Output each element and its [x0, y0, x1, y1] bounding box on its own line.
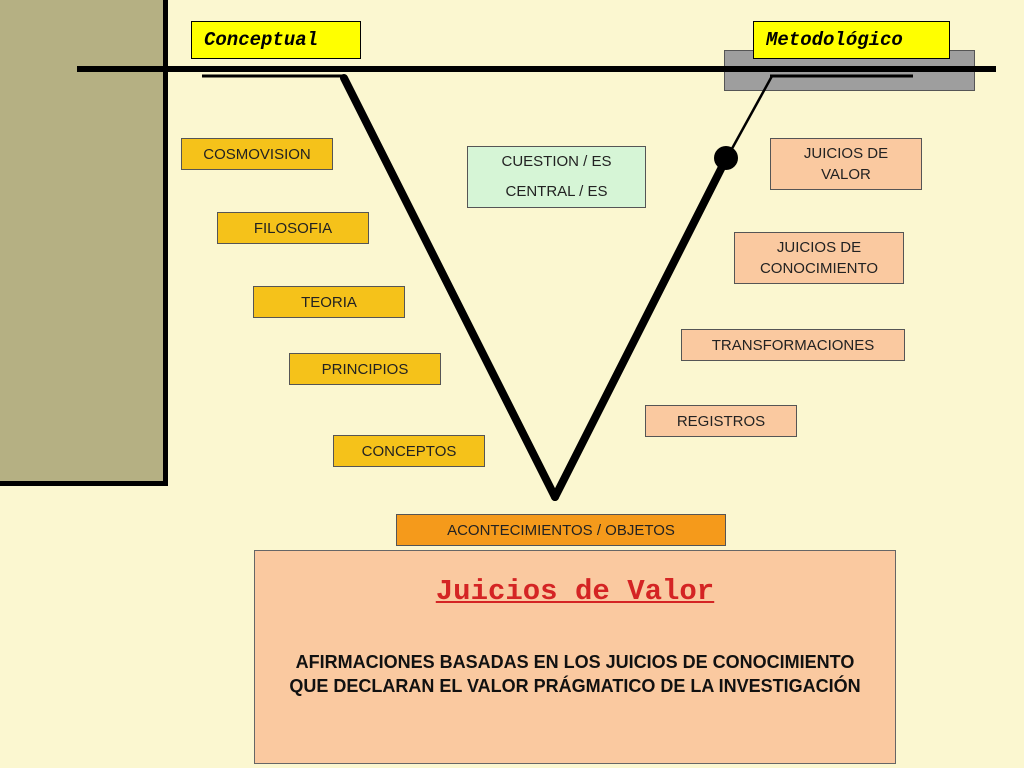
concept-box-teoria: TEORIA [253, 286, 405, 318]
method-box-juicios-valor: JUICIOS DE VALOR [770, 138, 922, 190]
central-question-line2: CENTRAL / ES [505, 183, 608, 200]
header-conceptual: Conceptual [191, 21, 361, 59]
v-right-arm [551, 161, 727, 501]
method-box-registros: REGISTROS [645, 405, 797, 437]
base-box-acontecimientos: ACONTECIMIENTOS / OBJETOS [396, 514, 726, 546]
panel-text: AFIRMACIONES BASADAS EN LOS JUICIOS DE C… [289, 652, 861, 696]
concept-box-principios: PRINCIPIOS [289, 353, 441, 385]
juicios-valor-panel: Juicios de Valor AFIRMACIONES BASADAS EN… [254, 550, 896, 764]
central-question-box: CUESTION / ES CENTRAL / ES [467, 146, 646, 208]
concept-box-filosofia: FILOSOFIA [217, 212, 369, 244]
v-left-arm [340, 74, 559, 501]
hinge-dot [714, 146, 738, 170]
method-box-juicios-conocimiento: JUICIOS DE CONOCIMIENTO [734, 232, 904, 284]
left-side-panel [0, 0, 168, 486]
central-question-line1: CUESTION / ES [501, 153, 612, 170]
method-box-transformaciones: TRANSFORMACIONES [681, 329, 905, 361]
concept-box-cosmovision: COSMOVISION [181, 138, 333, 170]
header-metodologico: Metodológico [753, 21, 950, 59]
panel-title: Juicios de Valor [435, 575, 715, 608]
concept-box-conceptos: CONCEPTOS [333, 435, 485, 467]
